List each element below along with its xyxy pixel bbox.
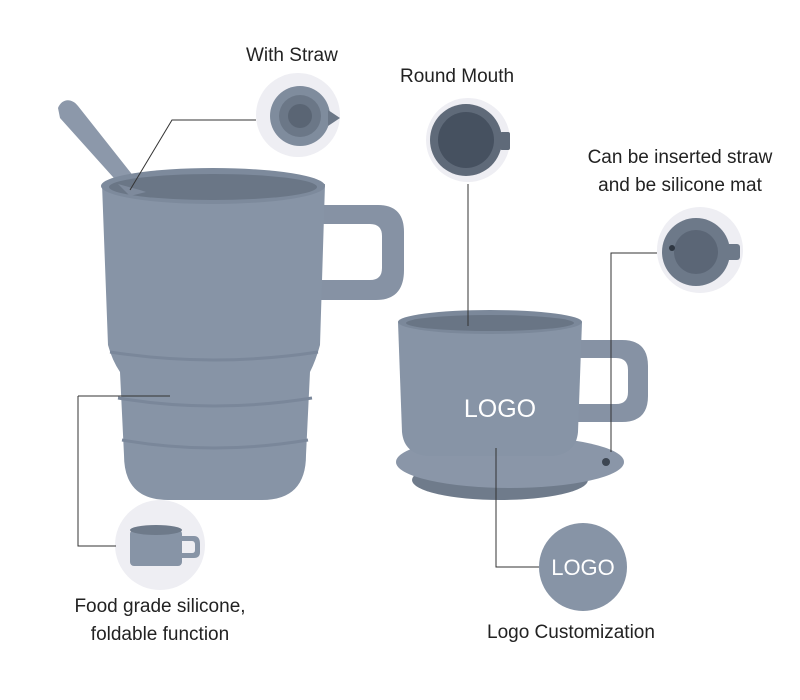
tall-mug-opening: [109, 174, 317, 200]
tall-foldable-mug: [58, 100, 404, 500]
small-mug-with-saucer: [396, 310, 648, 500]
straw-mat-label: Can be inserted straw and be silicone ma…: [570, 144, 790, 200]
small-mug-body: [398, 322, 582, 456]
callout-line-fold: [77, 396, 116, 547]
circle-logo-text: LOGO: [551, 555, 615, 580]
detail-circle-mat: [657, 207, 743, 293]
detail-circle-straw: [256, 73, 340, 157]
straw: [58, 100, 146, 196]
with-straw-label: With Straw: [246, 45, 338, 66]
tall-mug-body: [102, 184, 325, 500]
round-mouth-label: Round Mouth: [400, 66, 515, 87]
straw-tip: [118, 184, 146, 196]
callout-line-mat: [610, 252, 657, 452]
detail-circle-logo: [539, 523, 627, 611]
tall-mug-handle: [318, 205, 404, 300]
foldable-label: Food grade silicone, foldable function: [40, 593, 280, 649]
detail-circle-folded: [115, 500, 205, 590]
straw-mat-label-line1: Can be inserted straw: [587, 147, 773, 168]
saucer-straw-hole: [602, 458, 610, 466]
small-mug-handle: [578, 340, 648, 422]
callout-line-straw: [129, 119, 256, 191]
callout-line-logo: [495, 448, 539, 568]
straw-mat-label-line2: and be silicone mat: [598, 175, 762, 196]
fold-ring: [117, 396, 313, 408]
small-mug-opening: [406, 315, 574, 331]
fold-ring: [109, 350, 319, 362]
fold-ring: [121, 438, 309, 450]
foldable-label-line1: Food grade silicone,: [74, 596, 246, 617]
callout-lines: [77, 119, 657, 568]
foldable-label-line2: foldable function: [90, 624, 230, 645]
detail-circle-round-mouth: [426, 98, 510, 182]
cup-logo-text: LOGO: [463, 395, 537, 423]
logo-customization-label: Logo Customization: [487, 622, 655, 643]
